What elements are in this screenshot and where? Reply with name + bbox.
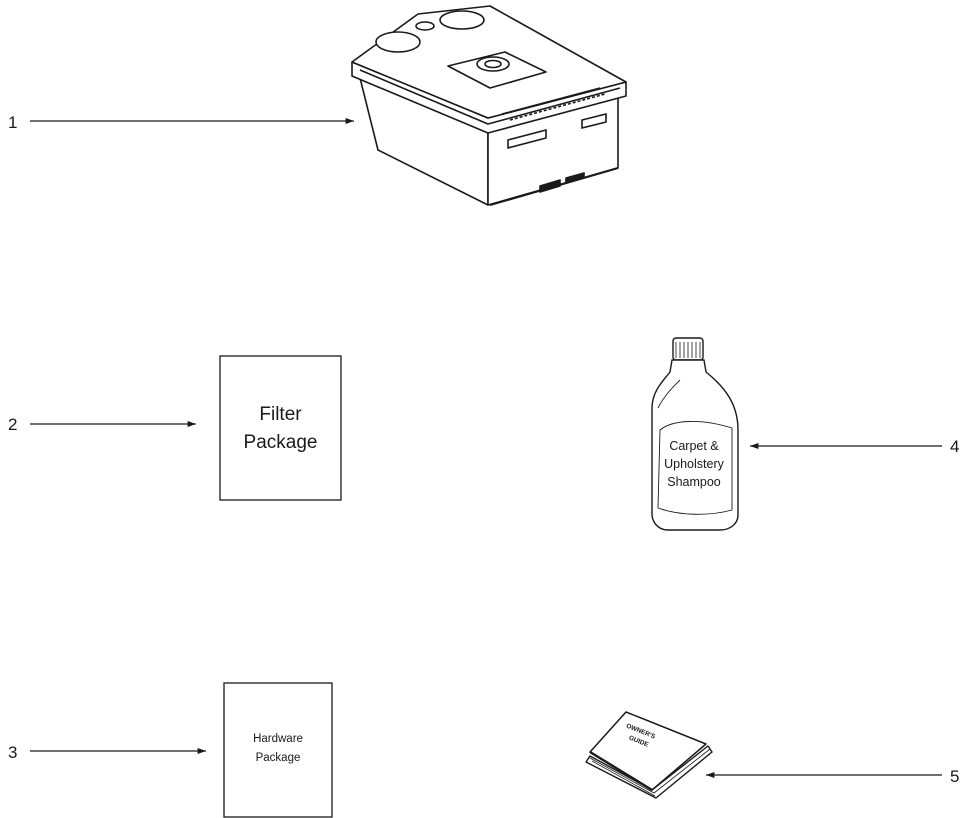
hardware-package-label-line2: Package (256, 752, 301, 764)
shampoo-label-line2: Upholstery (664, 457, 724, 471)
callout-2: 2 (8, 415, 196, 434)
callout-4: 4 (750, 437, 959, 456)
tank-illustration (351, 5, 627, 207)
owners-guide-book (585, 711, 713, 799)
callout-3: 3 (8, 743, 206, 762)
callout-number-3: 3 (8, 743, 17, 762)
filter-package: Filter Package (219, 355, 342, 501)
hardware-package-label-line1: Hardware (253, 733, 303, 745)
shampoo-bottle (651, 337, 739, 531)
callout-number-4: 4 (950, 437, 959, 456)
shampoo-label-line3: Shampoo (667, 475, 721, 489)
callout-1: 1 (8, 113, 354, 132)
hardware-package: Hardware Package (223, 682, 333, 818)
hardware-package-box (223, 682, 333, 818)
callout-number-1: 1 (8, 113, 17, 132)
bottle-body (651, 359, 739, 531)
callout-number-5: 5 (950, 767, 959, 786)
filter-package-label-line1: Filter (259, 404, 302, 425)
filter-package-box (219, 355, 342, 501)
callout-5: 5 (706, 767, 959, 786)
shampoo-label-line1: Carpet & (669, 439, 719, 453)
callout-number-2: 2 (8, 415, 17, 434)
filter-package-label-line2: Package (244, 432, 318, 453)
